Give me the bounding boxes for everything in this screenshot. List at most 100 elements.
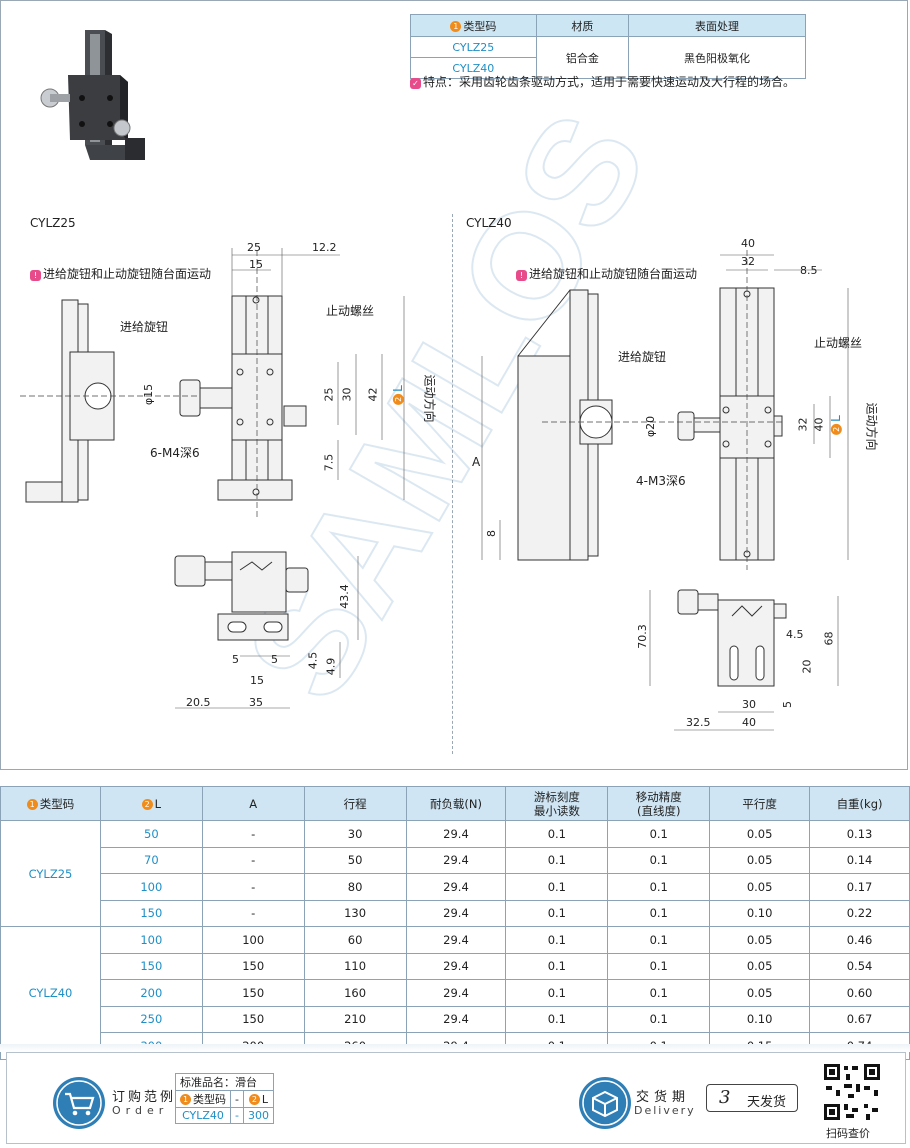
table-cell: 0.1 bbox=[607, 952, 711, 980]
table-cell: 0.1 bbox=[607, 1005, 711, 1033]
note-icon: ! bbox=[30, 270, 41, 281]
badge-1: 1 bbox=[180, 1094, 191, 1105]
table-cell: 29.4 bbox=[405, 846, 507, 874]
col-load: 耐负载(N) bbox=[405, 786, 507, 821]
dim-l-43-4: 43.4 bbox=[337, 584, 351, 609]
table-cell: 0.17 bbox=[809, 873, 910, 901]
table-cell: 29.4 bbox=[405, 873, 507, 901]
right-note-text: 进给旋钮和止动旋钮随台面运动 bbox=[529, 267, 698, 281]
right-stop-screw-label: 止动螺丝 bbox=[814, 336, 863, 350]
badge-1: 1 bbox=[450, 20, 462, 32]
col-parallelism: 平行度 bbox=[709, 786, 811, 821]
table-cell: 0.1 bbox=[607, 873, 711, 901]
delivery-unit: 天发货 bbox=[747, 1095, 787, 1110]
table-cell: 0.1 bbox=[607, 979, 711, 1007]
left-note-text: 进给旋钮和止动旋钮随台面运动 bbox=[43, 267, 212, 281]
right-note: !进给旋钮和止动旋钮随台面运动 bbox=[516, 265, 697, 282]
dim-l-25: 25 bbox=[247, 241, 261, 254]
table-cell: 80 bbox=[303, 873, 407, 901]
order-cn: 订购范例 bbox=[112, 1090, 177, 1105]
right-l-badge: 2 bbox=[830, 423, 842, 435]
dim-r-32: 32 bbox=[741, 255, 755, 268]
dim-r-8-5: 8.5 bbox=[800, 264, 818, 277]
dim-l-20-5: 20.5 bbox=[186, 696, 211, 709]
dim-r-32-5: 32.5 bbox=[686, 716, 711, 729]
left-note: !进给旋钮和止动旋钮随台面运动 bbox=[30, 265, 211, 282]
right-holes-label: 4-M3深6 bbox=[636, 474, 686, 488]
qr-code-icon bbox=[822, 1062, 882, 1122]
spec-header-material: 材质 bbox=[535, 14, 630, 37]
table-cell: 0.13 bbox=[809, 820, 910, 848]
right-l-mark: 2L bbox=[829, 415, 843, 435]
table-cell: 160 bbox=[303, 979, 407, 1007]
col-vernier: 游标刻度 最小读数 bbox=[505, 786, 609, 821]
table-cell: 0.60 bbox=[809, 979, 910, 1007]
table-cell: 150 bbox=[201, 952, 305, 980]
left-feed-knob-label: 进给旋钮 bbox=[120, 320, 169, 334]
right-feed-knob-label: 进给旋钮 bbox=[618, 350, 667, 364]
table-cell: 29.4 bbox=[405, 979, 507, 1007]
std-v-type: CYLZ40 bbox=[175, 1107, 231, 1124]
right-l-text: L bbox=[828, 415, 843, 422]
right-a-label: A bbox=[472, 455, 481, 469]
table-cell: 0.46 bbox=[809, 926, 910, 954]
table-cell: 0.1 bbox=[505, 899, 609, 927]
table-cell: 100 bbox=[201, 926, 305, 954]
spec-finish: 黑色阳极氧化 bbox=[628, 36, 806, 79]
right-drawing bbox=[481, 250, 849, 731]
left-holes-label: 6-M4深6 bbox=[150, 446, 200, 460]
std-h-dash: - bbox=[230, 1090, 244, 1108]
table-cell: 0.22 bbox=[809, 899, 910, 927]
table-cell: 0.05 bbox=[709, 926, 811, 954]
table-cell: 29.4 bbox=[405, 1005, 507, 1033]
table-cell: 210 bbox=[303, 1005, 407, 1033]
col-accuracy: 移动精度 (直线度) bbox=[607, 786, 711, 821]
table-cell: 50 bbox=[99, 820, 203, 848]
dim-l-35: 35 bbox=[249, 696, 263, 709]
table-cell: 200 bbox=[99, 979, 203, 1007]
dim-r-h32: 32 bbox=[796, 417, 810, 432]
dim-r-h40: 40 bbox=[812, 417, 826, 432]
model-cell: CYLZ40 bbox=[0, 926, 101, 1060]
table-cell: 150 bbox=[99, 899, 203, 927]
table-cell: 0.05 bbox=[709, 846, 811, 874]
table-cell: 70 bbox=[99, 846, 203, 874]
badge-1: 1 bbox=[26, 798, 38, 810]
table-cell: 29.4 bbox=[405, 820, 507, 848]
table-cell: 30 bbox=[303, 820, 407, 848]
badge-2: 2 bbox=[248, 1093, 260, 1105]
spec-model-2: CYLZ40 bbox=[410, 57, 537, 79]
spec-material: 铝合金 bbox=[535, 36, 630, 79]
header-type-label: 类型码 bbox=[463, 19, 497, 33]
std-name: 标准品名：滑台 bbox=[175, 1073, 274, 1091]
std-v-l: 300 bbox=[242, 1107, 274, 1124]
left-drawing bbox=[20, 248, 405, 709]
table-cell: 0.1 bbox=[607, 899, 711, 927]
dim-l-12-2: 12.2 bbox=[312, 241, 337, 254]
table-cell: 0.1 bbox=[505, 926, 609, 954]
table-cell: 100 bbox=[99, 926, 203, 954]
table-cell: 0.1 bbox=[505, 952, 609, 980]
table-cell: 150 bbox=[201, 979, 305, 1007]
table-cell: 0.10 bbox=[709, 1005, 811, 1033]
dim-r-40b: 40 bbox=[742, 716, 756, 729]
feature-icon: ✓ bbox=[410, 78, 421, 89]
delivery-icon bbox=[579, 1077, 631, 1129]
dim-r-4-5: 4.5 bbox=[786, 628, 804, 641]
table-cell: 0.05 bbox=[709, 979, 811, 1007]
table-cell: 29.4 bbox=[405, 899, 507, 927]
table-cell: 250 bbox=[99, 1005, 203, 1033]
table-cell: - bbox=[201, 873, 305, 901]
table-cell: 0.1 bbox=[607, 820, 711, 848]
dim-l-h30: 30 bbox=[340, 387, 354, 402]
table-cell: - bbox=[201, 846, 305, 874]
